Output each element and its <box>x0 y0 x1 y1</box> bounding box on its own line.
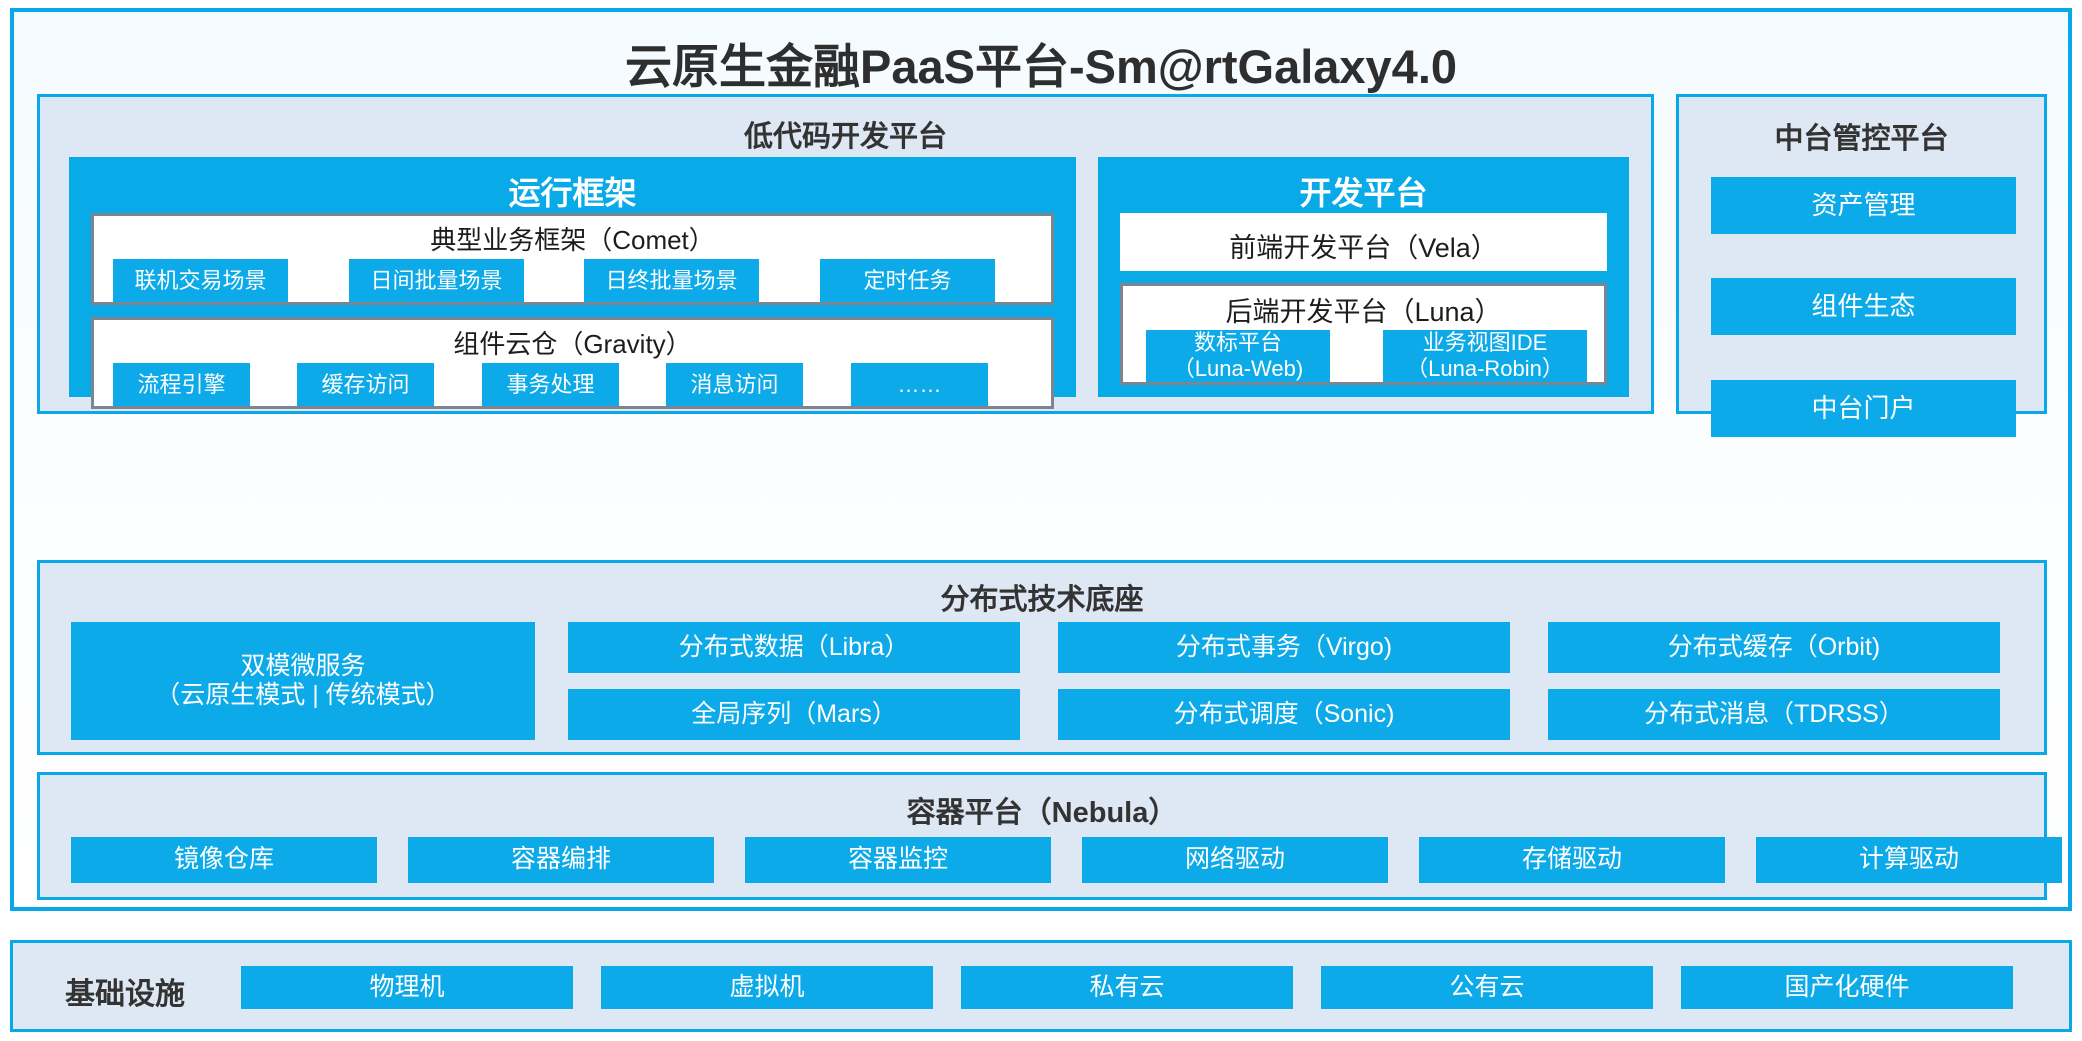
mid-platform-panel: 中台管控平台 资产管理 组件生态 中台门户 <box>1676 94 2047 437</box>
infrastructure-item-4[interactable]: 国产化硬件 <box>1681 966 2013 1009</box>
mid-platform-item-0[interactable]: 资产管理 <box>1711 177 2016 234</box>
gravity-card: 组件云仓（Gravity） 流程引擎 缓存访问 事务处理 消息访问 …… <box>91 317 1054 409</box>
infrastructure-panel: 基础设施 物理机 虚拟机 私有云 公有云 国产化硬件 <box>10 940 2072 1032</box>
luna-title: 后端开发平台（Luna） <box>1225 297 1502 327</box>
mid-platform-title: 中台管控平台 <box>1774 123 1949 155</box>
mid-platform-item-2[interactable]: 中台门户 <box>1711 380 2016 437</box>
comet-item-1[interactable]: 日间批量场景 <box>349 259 524 302</box>
dual-mode-line1: 双模微服务 <box>240 651 366 680</box>
container-item-0[interactable]: 镜像仓库 <box>71 837 377 883</box>
luna-card: 后端开发平台（Luna） 数标平台 （Luna-Web) 业务视图IDE （Lu… <box>1120 283 1607 385</box>
infrastructure-item-2[interactable]: 私有云 <box>961 966 1293 1009</box>
comet-card: 典型业务框架（Comet） 联机交易场景 日间批量场景 日终批量场景 定时任务 <box>91 213 1054 305</box>
dual-mode-microservice-chip[interactable]: 双模微服务 （云原生模式 | 传统模式） <box>71 622 535 740</box>
distributed-item-tdrss[interactable]: 分布式消息（TDRSS） <box>1548 689 2000 740</box>
comet-item-3[interactable]: 定时任务 <box>820 259 995 302</box>
distributed-item-sonic[interactable]: 分布式调度（Sonic) <box>1058 689 1510 740</box>
luna-item-0-name: 数标平台 <box>1193 330 1282 356</box>
luna-item-1-name: 业务视图IDE <box>1422 330 1548 356</box>
gravity-item-4[interactable]: …… <box>851 363 988 406</box>
dev-platform-block: 开发平台 前端开发平台（Vela） 后端开发平台（Luna） 数标平台 （Lun… <box>1098 157 1629 397</box>
infrastructure-item-0[interactable]: 物理机 <box>241 966 573 1009</box>
comet-title: 典型业务框架（Comet） <box>430 225 715 255</box>
container-item-5[interactable]: 计算驱动 <box>1756 837 2062 883</box>
infrastructure-item-1[interactable]: 虚拟机 <box>601 966 933 1009</box>
distributed-base-panel: 分布式技术底座 双模微服务 （云原生模式 | 传统模式） 分布式数据（Libra… <box>37 560 2047 755</box>
gravity-item-3[interactable]: 消息访问 <box>666 363 803 406</box>
runtime-framework-block: 运行框架 典型业务框架（Comet） 联机交易场景 日间批量场景 日终批量场景 … <box>69 157 1076 409</box>
container-item-4[interactable]: 存储驱动 <box>1419 837 1725 883</box>
gravity-item-2[interactable]: 事务处理 <box>482 363 619 406</box>
container-item-1[interactable]: 容器编排 <box>408 837 714 883</box>
page-title: 云原生金融PaaS平台-Sm@rtGalaxy4.0 <box>624 40 1458 93</box>
comet-item-0[interactable]: 联机交易场景 <box>113 259 288 302</box>
gravity-item-1[interactable]: 缓存访问 <box>297 363 434 406</box>
platform-outer-frame: 云原生金融PaaS平台-Sm@rtGalaxy4.0 低代码开发平台 运行框架 … <box>10 8 2072 911</box>
container-item-3[interactable]: 网络驱动 <box>1082 837 1388 883</box>
infrastructure-item-3[interactable]: 公有云 <box>1321 966 1653 1009</box>
dev-platform-title: 开发平台 <box>1299 175 1428 211</box>
container-item-2[interactable]: 容器监控 <box>745 837 1051 883</box>
infrastructure-label: 基础设施 <box>65 978 185 1011</box>
distributed-item-libra[interactable]: 分布式数据（Libra） <box>568 622 1020 673</box>
distributed-item-mars[interactable]: 全局序列（Mars） <box>568 689 1020 740</box>
dual-mode-line2: （云原生模式 | 传统模式） <box>155 681 451 709</box>
lowcode-platform-title: 低代码开发平台 <box>743 121 947 153</box>
distributed-item-virgo[interactable]: 分布式事务（Virgo) <box>1058 622 1510 673</box>
container-platform-panel: 容器平台（Nebula） 镜像仓库 容器编排 容器监控 网络驱动 存储驱动 计算… <box>37 772 2062 900</box>
luna-item-0-code: （Luna-Web) <box>1172 356 1304 381</box>
lowcode-platform-panel: 低代码开发平台 运行框架 典型业务框架（Comet） 联机交易场景 日间批量场景… <box>37 94 1654 414</box>
comet-item-2[interactable]: 日终批量场景 <box>584 259 759 302</box>
vela-card: 前端开发平台（Vela） <box>1120 213 1607 271</box>
luna-item-1-code: （Luna-Robin） <box>1406 356 1564 381</box>
mid-platform-item-1[interactable]: 组件生态 <box>1711 278 2016 335</box>
container-platform-title: 容器平台（Nebula） <box>906 797 1178 829</box>
luna-item-1[interactable]: 业务视图IDE （Luna-Robin） <box>1383 330 1587 382</box>
gravity-item-0[interactable]: 流程引擎 <box>113 363 250 406</box>
distributed-item-orbit[interactable]: 分布式缓存（Orbit) <box>1548 622 2000 673</box>
gravity-title: 组件云仓（Gravity） <box>453 329 692 359</box>
vela-title: 前端开发平台（Vela） <box>1229 233 1498 263</box>
distributed-base-title: 分布式技术底座 <box>940 584 1144 616</box>
runtime-framework-title: 运行框架 <box>508 175 637 211</box>
luna-item-0[interactable]: 数标平台 （Luna-Web) <box>1146 330 1330 382</box>
